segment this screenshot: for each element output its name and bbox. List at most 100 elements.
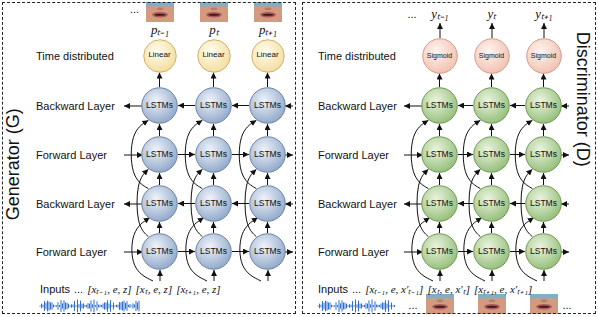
unit-circle: [142, 137, 178, 173]
panel-title: Discriminator (D): [572, 32, 593, 167]
face-skin: [146, 6, 174, 22]
flow-arrow: [561, 252, 569, 253]
waveform-sample: [116, 305, 117, 307]
face-thumbnail: [146, 2, 174, 22]
flow-arrow: [124, 155, 143, 156]
waveform-sample: [125, 303, 126, 309]
lstm-connection: [439, 173, 440, 185]
flow-arrow: [544, 23, 545, 38]
output-symbol: yₜ₊₁: [535, 7, 552, 22]
waveform-sample: [363, 305, 364, 307]
lstm-connection: [458, 203, 473, 204]
face-lips: [152, 12, 168, 18]
waveform-sample: [345, 303, 346, 310]
waveform-sample: [330, 302, 331, 309]
lstm-unit: LSTMs: [141, 185, 178, 222]
lstm-connection: [178, 154, 195, 155]
waveform-sample: [348, 305, 349, 307]
waveform-sample: [104, 302, 105, 309]
unit-circle: [474, 234, 510, 270]
lstm-connection: [491, 222, 492, 233]
waveform-sample: [64, 300, 65, 311]
waveform-sample: [324, 303, 325, 310]
lstm-unit: LSTMs: [473, 233, 510, 270]
waveform-sample: [387, 304, 388, 309]
lstm-connection: [232, 154, 249, 155]
input-vector: [xₜ₊₁, e, x′ₜ₊₁]: [474, 283, 532, 296]
unit-circle: [196, 234, 232, 270]
ellipsis: ...: [562, 299, 571, 312]
audio-waveform: [318, 300, 395, 313]
lstm-connection: [491, 74, 492, 88]
lstm-connection: [267, 73, 268, 88]
waveform-sample: [366, 303, 367, 309]
lstm-unit: LSTMs: [195, 136, 232, 173]
lstm-connection: [491, 124, 492, 136]
lstm-connection: [267, 222, 268, 233]
face-mouth: [154, 14, 165, 16]
ellipsis: ...: [408, 299, 417, 312]
flow-arrow: [440, 270, 441, 281]
input-label: Inputs: [40, 283, 70, 296]
flow-arrow: [124, 204, 143, 205]
waveform-sample: [331, 305, 332, 308]
waveform-sample: [342, 300, 343, 311]
waveform-sample: [50, 302, 51, 309]
sigmoid-unit: Sigmoid: [526, 38, 562, 74]
waveform-sample: [133, 303, 134, 308]
lstm-unit: LSTMs: [421, 87, 458, 124]
waveform-sample: [67, 303, 68, 310]
sigmoid-unit: Sigmoid: [474, 38, 510, 74]
waveform-sample: [58, 302, 59, 310]
waveform-sample: [360, 304, 361, 309]
unit-circle: [250, 186, 286, 222]
waveform-sample: [346, 304, 347, 309]
waveform-sample: [367, 304, 368, 309]
flow-arrow: [285, 106, 293, 107]
lstm-connection: [178, 203, 195, 204]
lstm-connection: [458, 251, 473, 252]
waveform-sample: [337, 305, 338, 307]
layer-label: Time distributed: [36, 50, 114, 63]
lstm-unit: LSTMs: [249, 87, 286, 124]
face-nose: [211, 7, 218, 10]
face-mouth: [262, 14, 273, 16]
unit-circle: [250, 137, 286, 173]
face-skin: [200, 6, 228, 22]
layer-label: Forward Layer: [318, 246, 389, 259]
waveform-sample: [113, 303, 114, 310]
face-nose: [265, 7, 272, 10]
input-label: Inputs: [318, 283, 348, 296]
lstm-connection: [543, 222, 544, 233]
unit-label: LSTMs: [146, 199, 173, 208]
flow-arrow: [285, 204, 293, 205]
unit-label: LSTMs: [426, 247, 453, 256]
waveform-sample: [334, 305, 335, 306]
waveform-sample: [340, 303, 341, 308]
face-background: [530, 294, 558, 314]
waveform-sample: [351, 305, 352, 308]
waveform-sample: [70, 305, 71, 307]
unit-label: LSTMs: [200, 199, 227, 208]
unit-circle: [526, 137, 562, 173]
unit-label: Linear: [256, 51, 278, 60]
waveform-sample: [101, 305, 102, 307]
unit-circle: [422, 137, 458, 173]
waveform-sample: [352, 301, 353, 311]
lstm-unit: LSTMs: [249, 185, 286, 222]
waveform-sample: [328, 302, 329, 309]
flow-arrow: [285, 252, 293, 253]
waveform-sample: [124, 301, 125, 312]
waveform-sample: [390, 305, 391, 307]
waveform-sample: [370, 304, 371, 307]
waveform-sample: [128, 305, 129, 307]
unit-circle: [526, 38, 561, 73]
unit-circle: [142, 88, 178, 124]
unit-circle: [250, 88, 286, 124]
lstm-connection: [543, 173, 544, 185]
lstm-unit: LSTMs: [141, 87, 178, 124]
unit-label: LSTMs: [146, 101, 173, 110]
layer-label: Forward Layer: [36, 149, 107, 162]
